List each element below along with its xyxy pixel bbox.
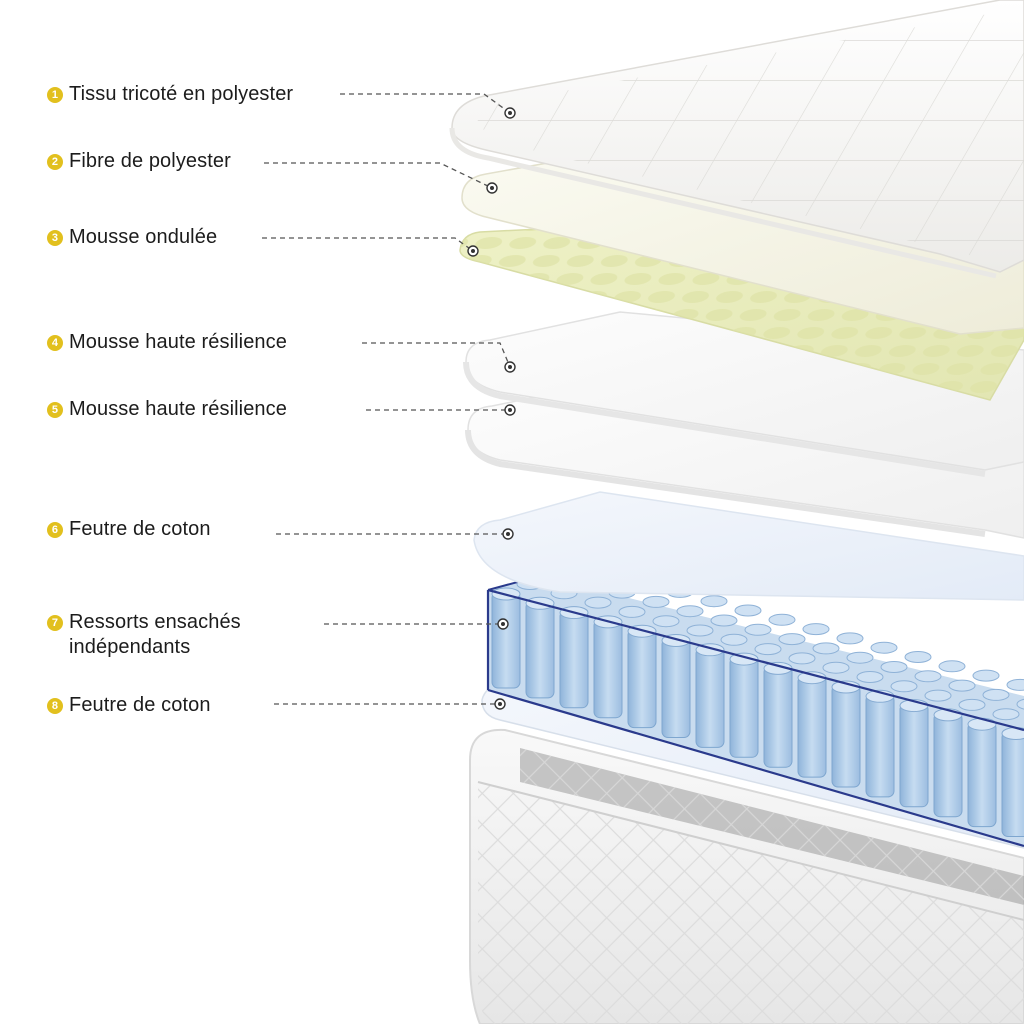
spring-pocket xyxy=(525,600,555,699)
spring-pocket xyxy=(899,703,929,808)
spring-pocket xyxy=(933,712,963,818)
layer-name: Mousse ondulée xyxy=(69,226,218,248)
layer-label-6: 6 Feutre de coton xyxy=(47,517,211,542)
spring-pocket xyxy=(661,638,691,738)
pin-dot xyxy=(508,408,512,412)
number-badge-4: 4 xyxy=(47,335,63,351)
spring-cap xyxy=(700,595,728,608)
spring-cap xyxy=(982,688,1010,701)
leader-line xyxy=(340,93,511,114)
spring-cap xyxy=(778,633,806,646)
spring-cap xyxy=(768,613,796,626)
pin-dot xyxy=(508,365,512,369)
number-badge-1: 1 xyxy=(47,87,63,103)
layer-label-8: 8 Feutre de coton xyxy=(47,693,211,718)
spring-cap xyxy=(676,605,704,618)
layer-name: Feutre de coton xyxy=(69,694,211,716)
spring-pocket xyxy=(763,665,793,768)
spring-cap xyxy=(890,680,918,693)
spring-pocket xyxy=(831,684,861,788)
spring-cap xyxy=(914,670,942,683)
spring-cap xyxy=(652,615,680,628)
spring-cap xyxy=(642,595,670,608)
layer-name: Mousse haute résilience xyxy=(69,331,287,353)
pin-dot xyxy=(501,622,505,626)
spring-pocket xyxy=(593,619,623,719)
leader-line xyxy=(262,237,474,252)
spring-cap xyxy=(846,651,874,664)
spring-cap xyxy=(948,679,976,692)
number-badge-3: 3 xyxy=(47,230,63,246)
spring-cap xyxy=(992,708,1020,721)
pin-dot xyxy=(490,186,494,190)
leader-lines xyxy=(262,93,516,710)
layer-label-2: 2 Fibre de polyester xyxy=(47,149,231,174)
spring-cap xyxy=(686,624,714,637)
spring-cap xyxy=(618,605,646,618)
spring-cap xyxy=(812,642,840,655)
spring-cap xyxy=(788,652,816,665)
spring-cap xyxy=(870,641,898,654)
layer-name: Feutre de coton xyxy=(69,518,211,540)
spring-cap xyxy=(720,633,748,646)
spring-cap xyxy=(1016,698,1024,710)
pocket-springs-block xyxy=(486,558,1024,848)
spring-cap xyxy=(836,632,864,645)
wave-foam xyxy=(459,227,1024,401)
spring-pocket xyxy=(865,693,895,798)
spring-cap xyxy=(1006,678,1024,691)
spring-cap xyxy=(744,623,772,636)
number-badge-5: 5 xyxy=(47,402,63,418)
spring-cap xyxy=(856,671,884,683)
leader-line xyxy=(264,162,493,189)
layer-label-5: 5 Mousse haute résilience xyxy=(47,397,287,422)
knit-fabric-top xyxy=(449,0,1024,279)
spring-pocket xyxy=(729,656,759,758)
layer-label-3: 3 Mousse ondulée xyxy=(47,225,217,250)
layer-label-1: 1 Tissu tricoté en polyester xyxy=(47,82,293,107)
number-badge-7: 7 xyxy=(47,615,63,631)
spring-cap xyxy=(802,623,830,636)
number-badge-6: 6 xyxy=(47,522,63,538)
spring-pocket xyxy=(559,610,589,709)
spring-cap xyxy=(938,660,966,673)
pin-dot xyxy=(498,702,502,706)
spring-cap xyxy=(924,689,952,702)
spring-pocket xyxy=(695,647,725,748)
pin-dot xyxy=(508,111,512,115)
number-badge-8: 8 xyxy=(47,698,63,714)
spring-cap xyxy=(710,614,738,627)
layer-name: Ressorts ensachés indépendants xyxy=(69,611,241,658)
cotton-felt-top xyxy=(473,491,1024,601)
spring-cap xyxy=(734,604,762,617)
leader-line xyxy=(362,342,511,368)
spring-cap xyxy=(584,596,612,609)
spring-cap xyxy=(880,661,908,673)
mattress-base xyxy=(469,728,1024,1024)
layer-name: Mousse haute résilience xyxy=(69,398,287,420)
number-badge-2: 2 xyxy=(47,154,63,170)
layer-name: Tissu tricoté en polyester xyxy=(69,83,294,105)
pin-dot xyxy=(471,249,475,253)
layer-label-7: 7 Ressorts ensachés indépendants xyxy=(47,610,241,660)
spring-pocket xyxy=(627,628,657,729)
layer-name: Fibre de polyester xyxy=(69,150,231,172)
spring-cap xyxy=(958,698,986,711)
spring-cap xyxy=(972,669,1000,682)
spring-cap xyxy=(822,661,850,674)
spring-cap xyxy=(754,643,782,656)
spring-cap xyxy=(904,651,932,663)
pin-dot xyxy=(506,532,510,536)
layer-label-4: 4 Mousse haute résilience xyxy=(47,330,287,355)
spring-pocket xyxy=(967,721,997,828)
spring-pocket xyxy=(1001,731,1024,837)
spring-pocket xyxy=(797,675,827,778)
spring-pocket xyxy=(491,591,521,689)
